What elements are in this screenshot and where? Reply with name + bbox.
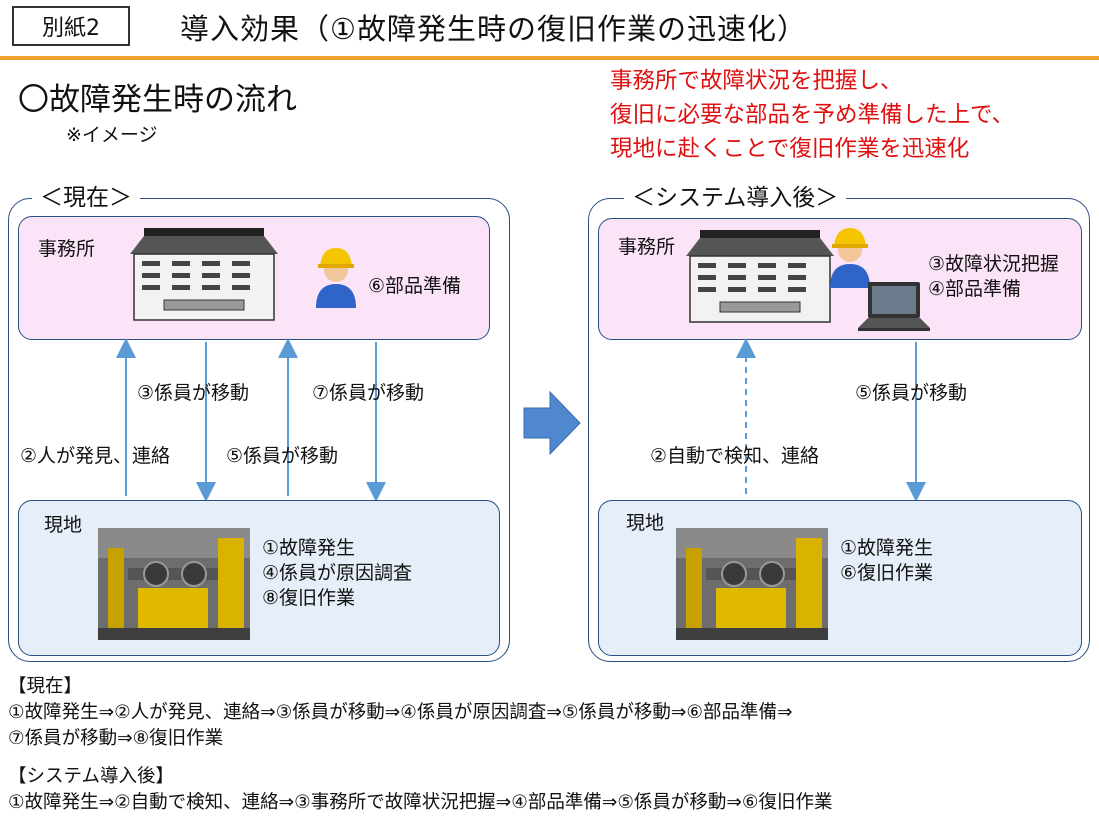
appendix-tag: 別紙2 [12,6,130,46]
current-site-label: 現地 [44,514,83,536]
after-site-step-1: ①故障発生 [840,537,934,559]
summary-current-heading: 【現在】 [8,676,83,697]
page-title: 導入効果（①故障発生時の復旧作業の迅速化） [180,12,807,46]
summary-after: 【システム導入後】 ①故障発生⇒②自動で検知、連絡⇒③事務所で故障状況把握⇒④部… [8,764,833,816]
after-office-label: 事務所 [618,236,676,258]
after-arrow-5-label: ⑤係員が移動 [855,382,968,404]
current-site-steps: ①故障発生 ④係員が原因調査 ⑧復旧作業 [262,536,412,611]
current-office-step: ⑥部品準備 [368,275,462,297]
current-site-step-1: ①故障発生 [262,537,356,559]
after-site-steps: ①故障発生 ⑥復旧作業 [840,536,933,586]
office-building-icon [686,230,834,323]
current-arrow-2-label: ②人が発見、連絡 [20,445,171,467]
summary-after-heading: 【システム導入後】 [8,766,174,787]
summary-current: 【現在】 ①故障発生⇒②人が発見、連絡⇒③係員が移動⇒④係員が原因調査⇒⑤係員が… [8,674,793,752]
callout-line-1: 事務所で故障状況を把握し、 [610,68,903,94]
callout-text: 事務所で故障状況を把握し、 復旧に必要な部品を予め準備した上で、 現地に赴くこと… [610,64,1014,166]
summary-current-line-1: ①故障発生⇒②人が発見、連絡⇒③係員が移動⇒④係員が原因調査⇒⑤係員が移動⇒⑥部… [8,702,793,723]
after-panel-label: ＜システム導入後＞ [624,178,847,212]
current-arrow-7-label: ⑦係員が移動 [312,382,425,404]
current-arrow-5-label: ⑤係員が移動 [226,445,339,467]
summary-current-line-2: ⑦係員が移動⇒⑧復旧作業 [8,728,224,749]
office-building-icon [130,228,278,321]
summary-after-line-1: ①故障発生⇒②自動で検知、連絡⇒③事務所で故障状況把握⇒④部品準備⇒⑤係員が移動… [8,792,833,813]
image-note: ※イメージ [66,124,158,146]
after-site-label: 現地 [626,512,665,534]
current-site-step-4: ④係員が原因調査 [262,562,413,584]
current-panel-label: ＜現在＞ [32,178,140,212]
after-site-step-6: ⑥復旧作業 [840,562,934,584]
worker-icon [830,228,870,288]
callout-line-3: 現地に赴くことで復旧作業を迅速化 [610,136,970,162]
site-equipment-photo [676,528,828,640]
section-heading: 〇故障発生時の流れ [18,82,297,118]
worker-icon [316,248,356,308]
laptop-icon [858,282,930,331]
after-office-step-3: ③故障状況把握 [928,253,1060,275]
transition-arrow-icon [523,390,581,456]
after-office-step-4: ④部品準備 [928,278,1022,300]
after-office-steps: ③故障状況把握 ④部品準備 [928,252,1059,302]
callout-line-2: 復旧に必要な部品を予め準備した上で、 [610,102,1015,128]
current-arrow-3-label: ③係員が移動 [137,382,250,404]
current-site-step-8: ⑧復旧作業 [262,587,356,609]
after-arrow-2-label: ②自動で検知、連絡 [650,445,820,467]
current-panel [8,198,510,662]
header-divider [0,56,1099,60]
site-equipment-photo [98,528,250,640]
current-office-label: 事務所 [38,238,96,260]
